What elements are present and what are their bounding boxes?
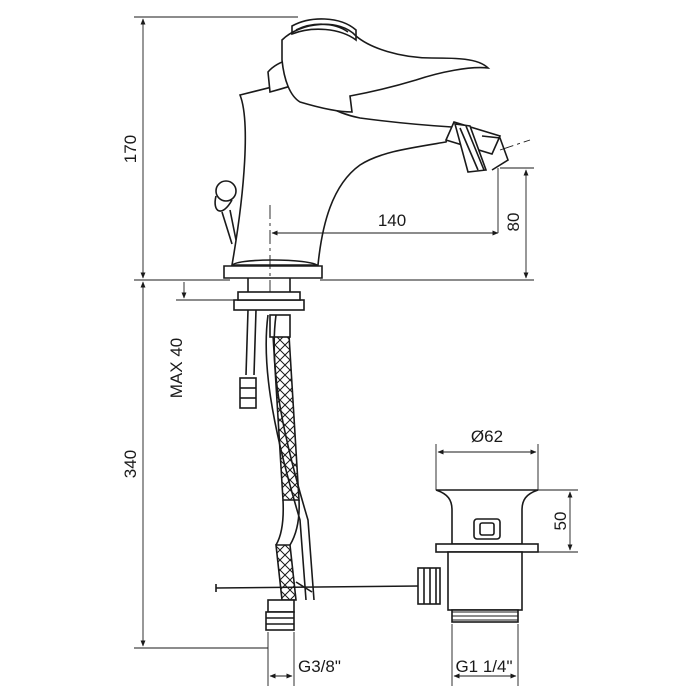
dimension-drain-diameter: Ø62 — [435, 427, 539, 490]
mounting-nut — [233, 278, 305, 311]
dimension-spout-reach: 140 — [271, 211, 499, 236]
dim-label-max-40: MAX 40 — [167, 338, 186, 398]
dimension-hose-length: 340 — [121, 281, 268, 649]
drain-assembly — [215, 489, 539, 623]
bidet-spout-nozzle — [444, 121, 509, 173]
dimension-faucet-height: 170 — [121, 16, 298, 281]
dim-label-g-3-8: G3/8" — [298, 657, 341, 676]
dim-label-g-1-1-4: G1 1/4" — [455, 657, 512, 676]
pop-up-rod — [239, 309, 315, 601]
dimension-deck-thickness: MAX 40 — [167, 282, 236, 398]
dim-label-340: 340 — [121, 450, 140, 478]
dim-label-diameter-62: Ø62 — [471, 427, 503, 446]
dim-label-140: 140 — [378, 211, 406, 230]
spout-centerline — [499, 139, 531, 151]
dim-label-170: 170 — [121, 135, 140, 163]
dimension-inlet-thread: G3/8" — [267, 632, 341, 686]
lever-handle — [281, 18, 491, 113]
dimension-drain-thread: G1 1/4" — [451, 624, 519, 686]
dim-label-80: 80 — [504, 213, 523, 232]
dimension-spout-height: 80 — [320, 167, 534, 281]
pop-up-knob — [214, 180, 237, 245]
hose-connector — [265, 611, 295, 631]
dimension-drain-flange-height: 50 — [538, 489, 578, 553]
dim-label-50: 50 — [551, 512, 570, 531]
